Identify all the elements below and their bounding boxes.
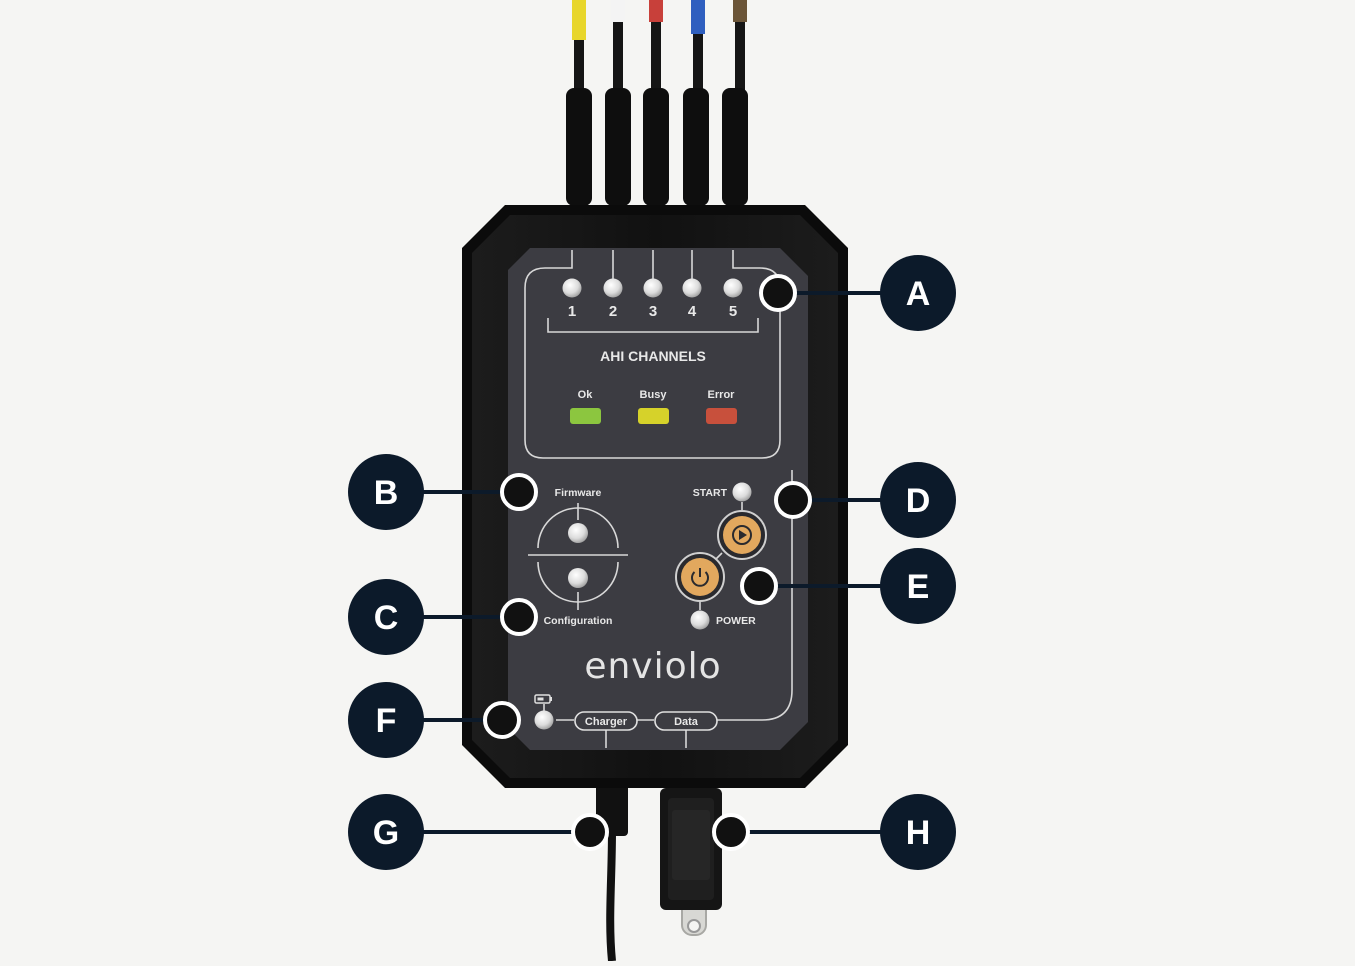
status-ok-label: Ok xyxy=(578,389,594,401)
play-icon xyxy=(732,525,752,545)
callout-B: B xyxy=(348,454,424,530)
status-ok-indicator xyxy=(570,408,601,424)
cable-4-sleeve xyxy=(691,0,705,34)
callout-label-C: C xyxy=(374,599,399,637)
channel-number-4: 4 xyxy=(688,303,697,320)
usb-stick xyxy=(660,788,722,936)
callout-F: F xyxy=(348,682,424,758)
configuration-label: Configuration xyxy=(544,615,613,627)
cable-5-sleeve xyxy=(733,0,747,22)
charger-cable xyxy=(596,778,628,962)
channel-led-2 xyxy=(603,278,623,298)
firmware-label: Firmware xyxy=(555,487,602,499)
charger-label: Charger xyxy=(585,716,628,728)
cable-2 xyxy=(605,0,631,206)
data-label: Data xyxy=(674,716,699,728)
power-led xyxy=(690,610,710,630)
brand-logo: enviolo xyxy=(584,646,721,687)
callout-E: E xyxy=(880,548,956,624)
channel-number-3: 3 xyxy=(649,303,657,320)
channel-led-1 xyxy=(562,278,582,298)
status-busy-indicator xyxy=(638,408,669,424)
cable-3-sleeve xyxy=(649,0,663,22)
callout-label-E: E xyxy=(907,568,930,606)
channel-led-4 xyxy=(682,278,702,298)
battery-led xyxy=(534,710,554,730)
device-body xyxy=(462,205,848,788)
callout-label-G: G xyxy=(373,814,399,852)
power-icon xyxy=(691,568,709,587)
callout-dots xyxy=(483,274,812,851)
power-label: POWER xyxy=(716,615,756,627)
callout-label-F: F xyxy=(376,702,397,740)
cable-1 xyxy=(566,0,592,206)
front-panel xyxy=(508,248,808,750)
channel-number-5: 5 xyxy=(729,303,737,320)
channels-title: AHI CHANNELS xyxy=(600,348,706,364)
callout-C: C xyxy=(348,579,424,655)
charger-port-outline xyxy=(574,711,638,731)
status-error-label: Error xyxy=(708,389,736,401)
configuration-led xyxy=(568,568,588,588)
channel-leds xyxy=(562,278,743,298)
callout-A: A xyxy=(880,255,956,331)
start-led xyxy=(732,482,752,502)
callout-label-H: H xyxy=(906,814,931,852)
channel-led-3 xyxy=(643,278,663,298)
channel-number-2: 2 xyxy=(609,303,617,320)
channel-numbers: 1 2 3 4 5 xyxy=(568,303,737,320)
start-label: START xyxy=(693,487,728,499)
callout-H: H xyxy=(880,794,956,870)
cable-5 xyxy=(722,0,748,206)
battery-icon xyxy=(534,694,552,704)
cable-2-sleeve xyxy=(611,0,625,22)
firmware-led xyxy=(568,523,588,543)
data-port-outline xyxy=(654,711,718,731)
status-busy-label: Busy xyxy=(640,389,668,401)
cable-4 xyxy=(683,0,709,206)
cables-group xyxy=(566,0,748,206)
status-error-indicator xyxy=(706,408,737,424)
cable-3 xyxy=(643,0,669,206)
callout-label-B: B xyxy=(374,474,399,512)
channel-number-1: 1 xyxy=(568,303,576,320)
channel-led-5 xyxy=(723,278,743,298)
callout-G: G xyxy=(348,794,424,870)
start-button[interactable] xyxy=(717,510,767,560)
callout-D: D xyxy=(880,462,956,538)
power-button[interactable] xyxy=(675,552,725,602)
callout-label-A: A xyxy=(906,275,931,313)
cable-1-sleeve xyxy=(572,0,586,40)
callout-label-D: D xyxy=(906,482,931,520)
status-indicators: Ok Busy Error xyxy=(570,389,737,424)
